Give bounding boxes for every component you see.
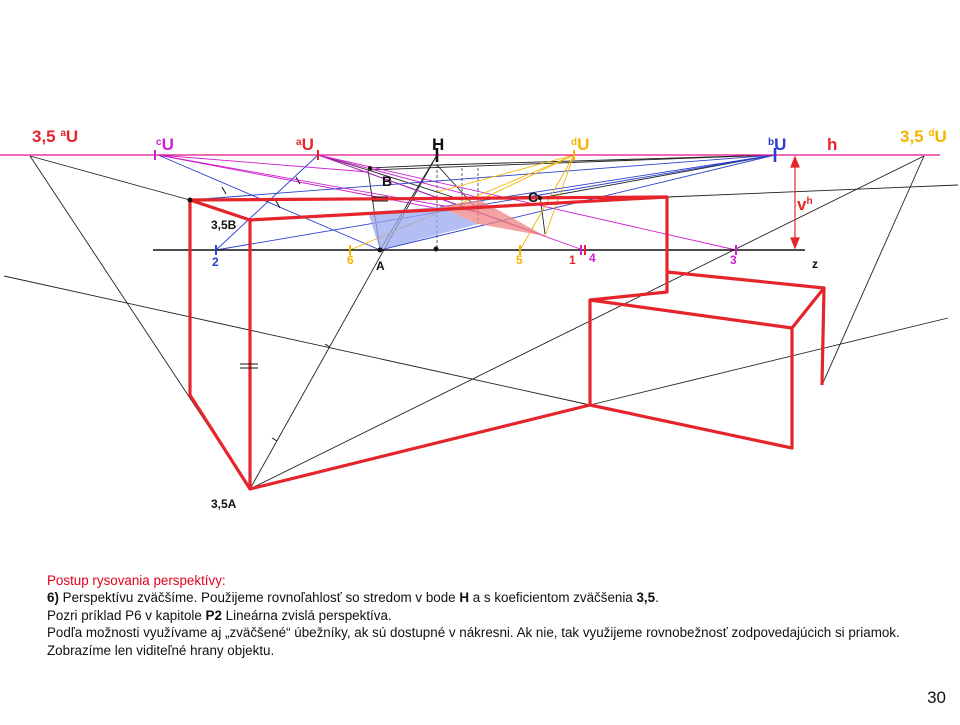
label-n5: 5	[516, 253, 523, 267]
label-n3: 3	[730, 253, 737, 267]
label-n2: 2	[212, 255, 219, 269]
label-h-point: H	[432, 135, 444, 154]
line-ub-c	[539, 154, 776, 199]
instruction-notes: Postup rysovania perspektívy: 6) Perspek…	[47, 572, 927, 659]
label-horizon-h: h	[827, 135, 837, 154]
label-bu: bU	[768, 135, 786, 154]
label-n6: 6	[347, 253, 354, 267]
notes-line-1: 6) Perspektívu zväčšíme. Použijeme rovno…	[47, 590, 659, 606]
enlarged-object	[188, 195, 826, 491]
line-c-right	[539, 195, 546, 235]
label-35a: 3,5A	[211, 497, 237, 511]
line-right-long	[589, 317, 949, 406]
line-top-right	[666, 184, 959, 198]
label-vh: vh	[797, 195, 813, 214]
label-35-du: 3,5 dU	[900, 127, 947, 146]
line-left-long	[3, 275, 591, 406]
line-b-top	[367, 164, 438, 169]
label-au: aU	[296, 135, 314, 154]
equal-marks	[221, 176, 388, 442]
line-ua-b35	[29, 155, 191, 201]
line-ub-a-small	[436, 154, 776, 166]
magenta-rays	[157, 154, 737, 251]
small-object-left-face	[368, 207, 478, 250]
notes-line-4: Zobrazíme len viditeľné hrany objektu.	[47, 642, 275, 658]
label-35b: 3,5B	[211, 218, 237, 232]
page-number: 30	[927, 688, 946, 707]
line-small-1	[367, 169, 463, 201]
horizon-ticks	[154, 148, 777, 162]
notes-line-3: Podľa možnosti využívame aj „zväčšené“ ú…	[47, 625, 900, 641]
notes-line-2: Pozri príklad P6 v kapitole P2 Lineárna …	[47, 607, 392, 623]
line-ud35-right	[821, 155, 925, 386]
label-35-au: 3,5 aU	[32, 127, 78, 146]
points	[187, 166, 542, 253]
notes-heading: Postup rysovania perspektívy:	[47, 573, 226, 588]
vh-dimension	[790, 155, 800, 250]
label-z: z	[812, 257, 818, 271]
label-a: A	[376, 259, 385, 273]
label-c: C	[528, 189, 538, 205]
label-b: B	[382, 173, 392, 189]
ground-ticks	[215, 245, 737, 255]
label-n1: 1	[569, 253, 576, 267]
label-n4: 4	[589, 251, 596, 265]
line-ud35-a35	[249, 155, 925, 490]
label-du: dU	[571, 135, 589, 154]
label-cu: cU	[156, 135, 174, 154]
